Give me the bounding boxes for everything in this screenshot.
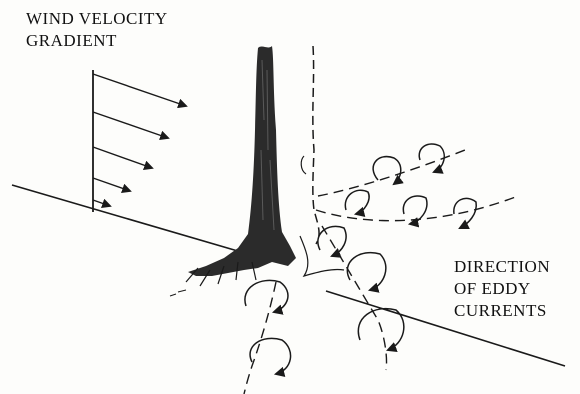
eddy-paths: [244, 148, 518, 394]
wind-arrow-icon: [93, 178, 130, 191]
tree-trunk: [170, 46, 296, 296]
eddy-swirl-icon: [419, 144, 444, 172]
trunk-outline-dashed: [300, 46, 344, 276]
eddy-swirl-icon: [454, 198, 476, 228]
eddy-swirl-icon: [347, 253, 386, 290]
eddy-swirl-icon: [345, 190, 369, 214]
eddy-swirl-icon: [318, 226, 346, 256]
eddy-swirl-icon: [250, 338, 291, 374]
wind-arrow-icon: [93, 147, 152, 168]
wind-arrow-icon: [93, 74, 186, 106]
eddy-swirl-icon: [373, 157, 401, 184]
eddy-swirl-icon: [245, 280, 288, 312]
wind-velocity-gradient: [93, 70, 186, 212]
wind-arrow-icon: [93, 112, 168, 138]
ground-line: [12, 185, 565, 366]
wind-arrow-icon: [93, 200, 110, 206]
